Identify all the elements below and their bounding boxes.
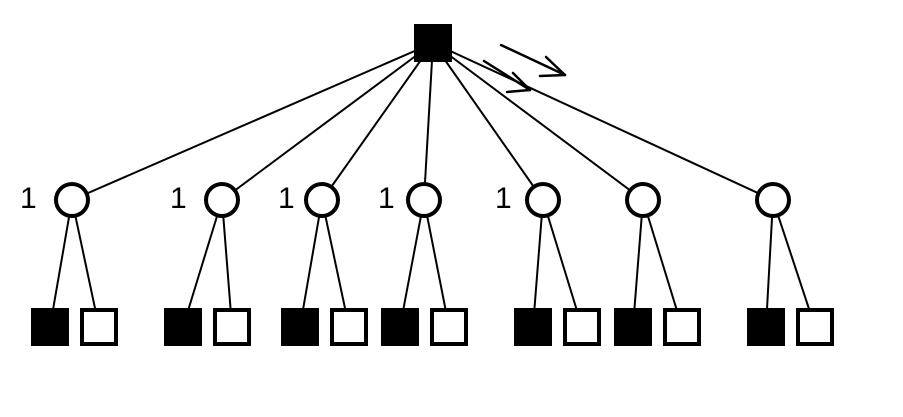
- edge-c5-filled: [532, 199, 544, 328]
- leaf-open-square-6: [663, 308, 701, 346]
- edge-c6-filled: [632, 199, 644, 328]
- edge-c1-filled: [49, 199, 73, 328]
- arrow-lower: [482, 59, 532, 94]
- leaf-open-square-5: [563, 308, 601, 346]
- circle-node-1: [54, 182, 90, 218]
- leaf-filled-square-3: [281, 308, 319, 346]
- edge-root-c6: [432, 42, 644, 201]
- label-circle-2: 1: [170, 182, 187, 215]
- circle-nodes: [54, 182, 791, 218]
- edge-c7-filled: [765, 199, 774, 328]
- edge-c2-filled: [182, 199, 223, 328]
- leaf-open-square-7: [796, 308, 834, 346]
- root-edges: [71, 42, 774, 201]
- edge-c2-open: [221, 199, 233, 328]
- leaf-filled-square-2: [164, 308, 202, 346]
- leaf-filled-square-5: [514, 308, 552, 346]
- circle-labels: 1 1 1 1 1: [20, 182, 512, 215]
- circle-node-7: [755, 182, 791, 218]
- circle-node-6: [625, 182, 661, 218]
- edge-root-c2: [221, 42, 434, 201]
- label-circle-4: 1: [378, 182, 395, 215]
- label-circle-3: 1: [278, 182, 295, 215]
- direction-arrows: [482, 43, 567, 94]
- edge-root-c4: [423, 42, 434, 201]
- edge-c7-open: [772, 199, 816, 328]
- edge-c4-filled: [399, 199, 425, 328]
- edge-c4-open: [423, 199, 450, 328]
- edge-root-c3: [321, 42, 434, 201]
- leaf-open-square-4: [430, 308, 468, 346]
- edge-c6-open: [642, 199, 683, 328]
- edge-root-c1: [71, 42, 434, 201]
- root-filled-square: [414, 24, 452, 62]
- circle-node-4: [406, 182, 442, 218]
- circle-node-3: [304, 182, 340, 218]
- edge-root-c5: [432, 42, 544, 201]
- child-edges: [49, 199, 816, 328]
- leaf-open-square-2: [213, 308, 251, 346]
- label-circle-1: 1: [20, 182, 37, 215]
- leaf-open-square-1: [80, 308, 118, 346]
- circle-node-2: [204, 182, 240, 218]
- edge-c1-open: [71, 199, 100, 328]
- leaf-filled-square-6: [614, 308, 652, 346]
- arrow-upper: [499, 43, 567, 78]
- leaf-squares: [31, 308, 834, 346]
- edge-c3-open: [321, 199, 350, 328]
- label-circle-5: 1: [495, 182, 512, 215]
- circle-node-5: [525, 182, 561, 218]
- leaf-filled-square-4: [381, 308, 419, 346]
- edge-c3-filled: [299, 199, 323, 328]
- edge-root-c7: [432, 42, 774, 201]
- leaf-filled-square-7: [747, 308, 785, 346]
- leaf-open-square-3: [330, 308, 368, 346]
- leaf-filled-square-1: [31, 308, 69, 346]
- edge-c5-open: [542, 199, 583, 328]
